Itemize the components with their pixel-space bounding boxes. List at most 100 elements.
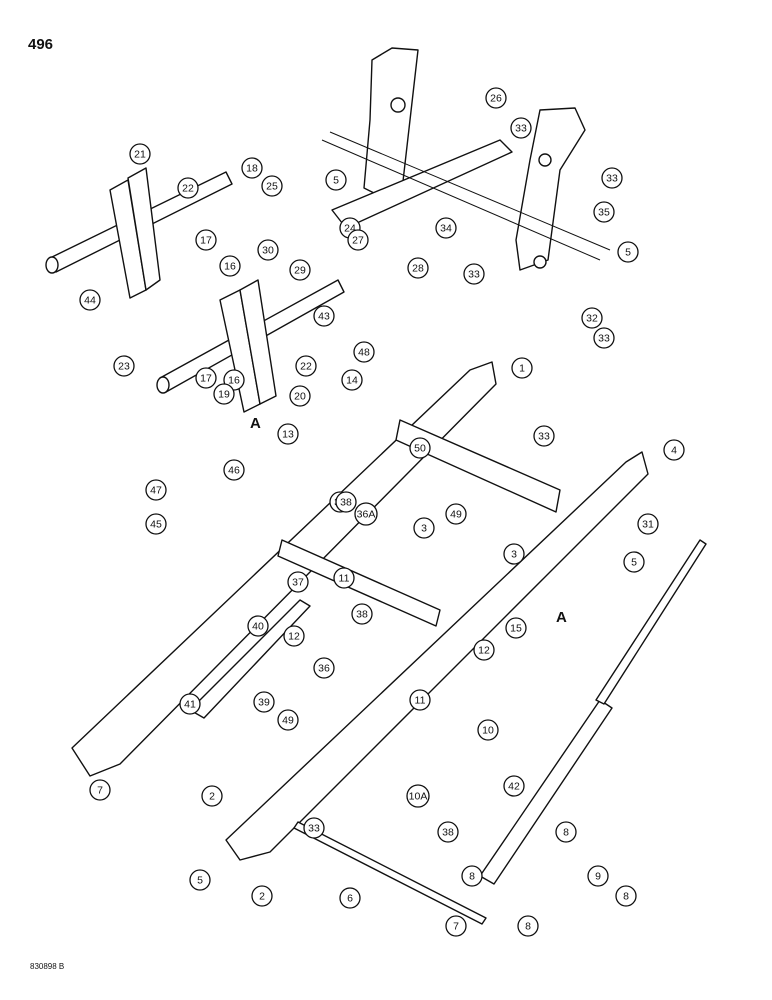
callout-33: 33 (303, 817, 325, 839)
callout-label: 1 (519, 363, 525, 375)
callout-circle (617, 241, 639, 263)
callout-circle (505, 617, 527, 639)
callout-label: 8 (623, 891, 629, 903)
callout-label: 38 (356, 609, 368, 621)
callout-21: 21 (129, 143, 151, 165)
callout-label: 9 (595, 871, 601, 883)
callout-circle (593, 327, 615, 349)
callout-label: 33 (308, 823, 320, 835)
callout-label: 49 (282, 715, 294, 727)
callout-circle (347, 229, 369, 251)
callout-17: 17 (195, 367, 217, 389)
callout-label: 25 (266, 181, 278, 193)
callout-label: 36A (357, 509, 376, 521)
callout-circle (201, 785, 223, 807)
callout-circle (339, 887, 361, 909)
callout-43: 43 (313, 305, 335, 327)
callout-label: 44 (84, 295, 96, 307)
callout-label: 5 (625, 247, 631, 259)
callout-label: 5 (333, 175, 339, 187)
callout-circle (581, 307, 603, 329)
page-number: 496 (28, 36, 54, 53)
callout-20: 20 (289, 385, 311, 407)
callout-label: 7 (97, 785, 103, 797)
callout-circle (325, 169, 347, 191)
callout-44: 44 (79, 289, 101, 311)
callout-circle (145, 479, 167, 501)
callout-49: 49 (277, 709, 299, 731)
callout-circle (503, 543, 525, 565)
callout-circle (129, 143, 151, 165)
drawing-id: 830898 B (30, 962, 65, 971)
callout-label: 17 (200, 373, 212, 385)
callout-49: 49 (445, 503, 467, 525)
callout-7: 7 (89, 779, 111, 801)
callout-6: 6 (339, 887, 361, 909)
callout-label: 10 (482, 725, 494, 737)
callout-circle (241, 157, 263, 179)
callout-33: 33 (601, 167, 623, 189)
callout-label: 28 (412, 263, 424, 275)
reference-letter-a-lower: A (556, 609, 567, 626)
callout-3: 3 (413, 517, 435, 539)
callout-circle (533, 425, 555, 447)
callout-50: 50 (409, 437, 431, 459)
callout-15: 15 (505, 617, 527, 639)
callout-label: 22 (300, 361, 312, 373)
callout-10A: 10A (406, 784, 430, 808)
callout-circle (261, 175, 283, 197)
callout-39: 39 (253, 691, 275, 713)
callout-22: 22 (295, 355, 317, 377)
callout-circle (511, 357, 533, 379)
callout-36A: 36A (354, 502, 378, 526)
callout-40: 40 (247, 615, 269, 637)
callout-31: 31 (637, 513, 659, 535)
callout-label: 4 (671, 445, 677, 457)
callout-label: 33 (606, 173, 618, 185)
callout-circle (477, 719, 499, 741)
callout-circle (289, 385, 311, 407)
callout-label: 48 (358, 347, 370, 359)
callout-circle (251, 885, 273, 907)
callout-5: 5 (325, 169, 347, 191)
callout-circle (189, 869, 211, 891)
callout-circle (601, 167, 623, 189)
callout-circle (463, 263, 485, 285)
callout-label: 33 (538, 431, 550, 443)
callout-circle (623, 551, 645, 573)
callout-circle (587, 865, 609, 887)
callout-circle (341, 369, 363, 391)
callout-7: 7 (445, 915, 467, 937)
callout-17: 17 (195, 229, 217, 251)
callout-4: 4 (663, 439, 685, 461)
callout-circle (219, 255, 241, 277)
callout-circle (503, 775, 525, 797)
callout-28: 28 (407, 257, 429, 279)
callout-circle (113, 355, 135, 377)
callout-label: 47 (150, 485, 162, 497)
callout-circle (437, 821, 459, 843)
callout-label: 33 (468, 269, 480, 281)
callout-circle (413, 517, 435, 539)
callout-label: 2 (209, 791, 215, 803)
callout-37: 37 (287, 571, 309, 593)
callout-13: 13 (277, 423, 299, 445)
callout-12: 12 (283, 625, 305, 647)
callout-38: 38 (437, 821, 459, 843)
callout-2: 2 (201, 785, 223, 807)
callout-circle (407, 257, 429, 279)
callout-label: 16 (224, 261, 236, 273)
callout-32: 32 (581, 307, 603, 329)
callout-label: 12 (288, 631, 300, 643)
callout-label: 31 (642, 519, 654, 531)
callout-label: 22 (182, 183, 194, 195)
callout-label: 17 (200, 235, 212, 247)
callout-label: 8 (563, 827, 569, 839)
callout-11: 11 (333, 567, 355, 589)
callout-circle (313, 305, 335, 327)
callout-circle (406, 784, 430, 808)
callout-label: 32 (586, 313, 598, 325)
callout-circle (461, 865, 483, 887)
callout-circle (257, 239, 279, 261)
callout-label: 3 (421, 523, 427, 535)
